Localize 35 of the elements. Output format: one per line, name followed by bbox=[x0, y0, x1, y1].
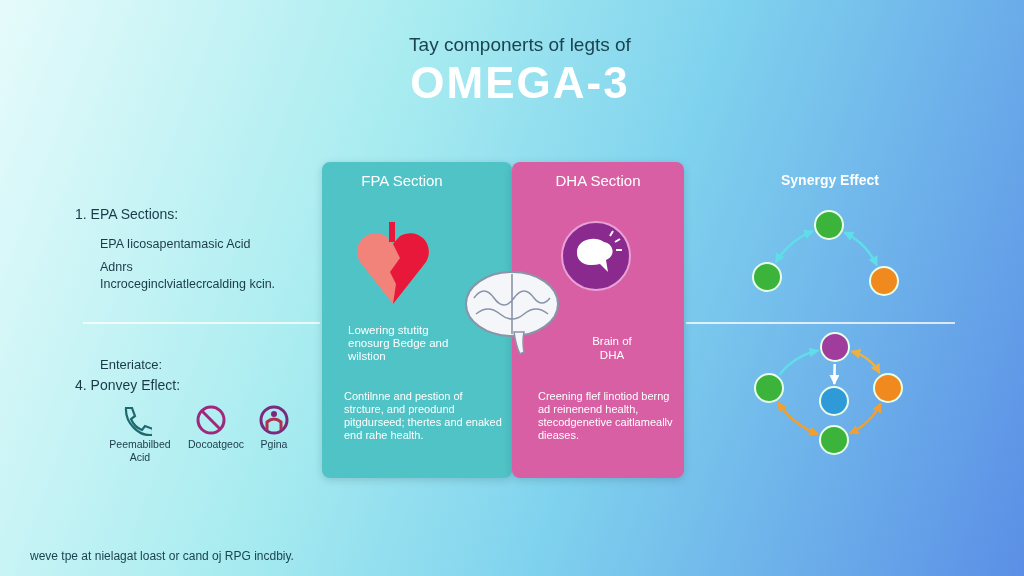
synergy-circle bbox=[819, 425, 849, 455]
list-heading: 4. Ponvey Eflect: bbox=[75, 377, 181, 393]
list-item: Incroceginclviatlecrcalding kcin. bbox=[100, 277, 277, 291]
section-heading: DHA Section bbox=[554, 172, 642, 189]
list-item: Adnrs bbox=[100, 260, 133, 274]
synergy-circle bbox=[814, 210, 844, 240]
benefit-text: Lowering stutitg enosurg Bedge and wilstion bbox=[348, 324, 450, 363]
list-heading: 1. EPA Sections: bbox=[75, 206, 179, 222]
arrow bbox=[774, 229, 815, 264]
synergy-circle bbox=[820, 332, 850, 362]
synergy-circle bbox=[873, 373, 903, 403]
list-item: EPA Iicosapentamasic Acid bbox=[100, 237, 251, 251]
icon-caption: Docoatgeoc bbox=[186, 438, 245, 450]
section-heading: FPA Section bbox=[360, 172, 444, 189]
arrow bbox=[777, 401, 819, 436]
subtitle-text: Tay componerts of legts of bbox=[408, 34, 632, 56]
footnote-text: weve tpe at nielagat loast or cand oj RPG incdbiy. bbox=[30, 549, 294, 563]
section-label: Enteriatce: bbox=[100, 357, 163, 372]
description-text: Contilnne and pestion of strcture, and preodund pitgdurseed; thertes and enaked end rahe health. bbox=[344, 390, 503, 442]
brain-caption: Brain of DHA bbox=[592, 334, 632, 362]
arrow bbox=[778, 347, 820, 376]
arrow bbox=[829, 363, 840, 385]
icon-caption: Pgina bbox=[259, 438, 289, 450]
section-panel bbox=[322, 162, 512, 478]
synergy-circle bbox=[869, 266, 899, 296]
arrow bbox=[850, 349, 881, 375]
headline: OMEGA-3 bbox=[409, 58, 631, 108]
arrow bbox=[843, 231, 878, 267]
arrow bbox=[848, 402, 882, 435]
description-text: Creening flef linotiod berng ad reinenend health, stecodgenetive caitlameallv dieases. bbox=[538, 390, 674, 442]
synergy-circle bbox=[819, 386, 849, 416]
icon-caption: Peemabilbed Acid bbox=[108, 438, 172, 464]
synergy-circle bbox=[752, 262, 782, 292]
synergy-circle bbox=[754, 373, 784, 403]
section-heading: Synergy Effect bbox=[779, 172, 880, 188]
